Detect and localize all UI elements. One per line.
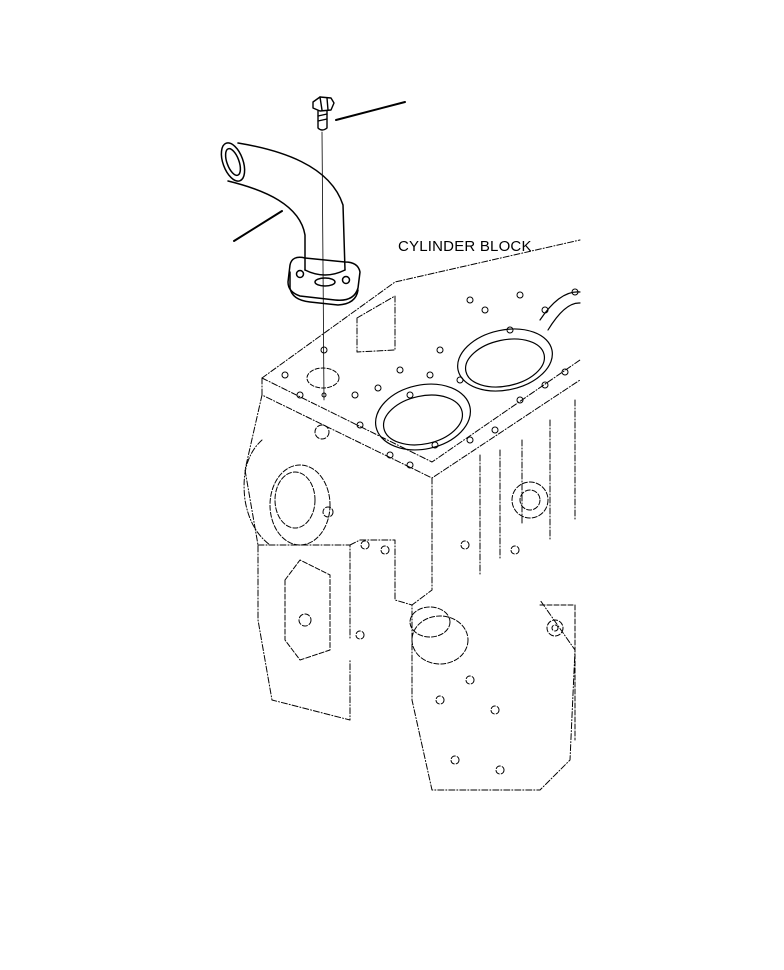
cylinder-block-label: CYLINDER BLOCK — [398, 238, 532, 255]
cylinder-bores — [374, 291, 581, 451]
cylinder-block — [243, 239, 581, 791]
flange-bolt — [312, 96, 335, 131]
assembly-axis-line — [321, 131, 325, 401]
bolt-leader-line — [335, 101, 406, 121]
water-outlet-pipe — [220, 142, 361, 306]
block-water-port — [306, 346, 340, 398]
deck-bolt-holes — [281, 288, 579, 469]
pipe-leader-line — [233, 210, 283, 242]
block-side-details — [269, 424, 576, 775]
